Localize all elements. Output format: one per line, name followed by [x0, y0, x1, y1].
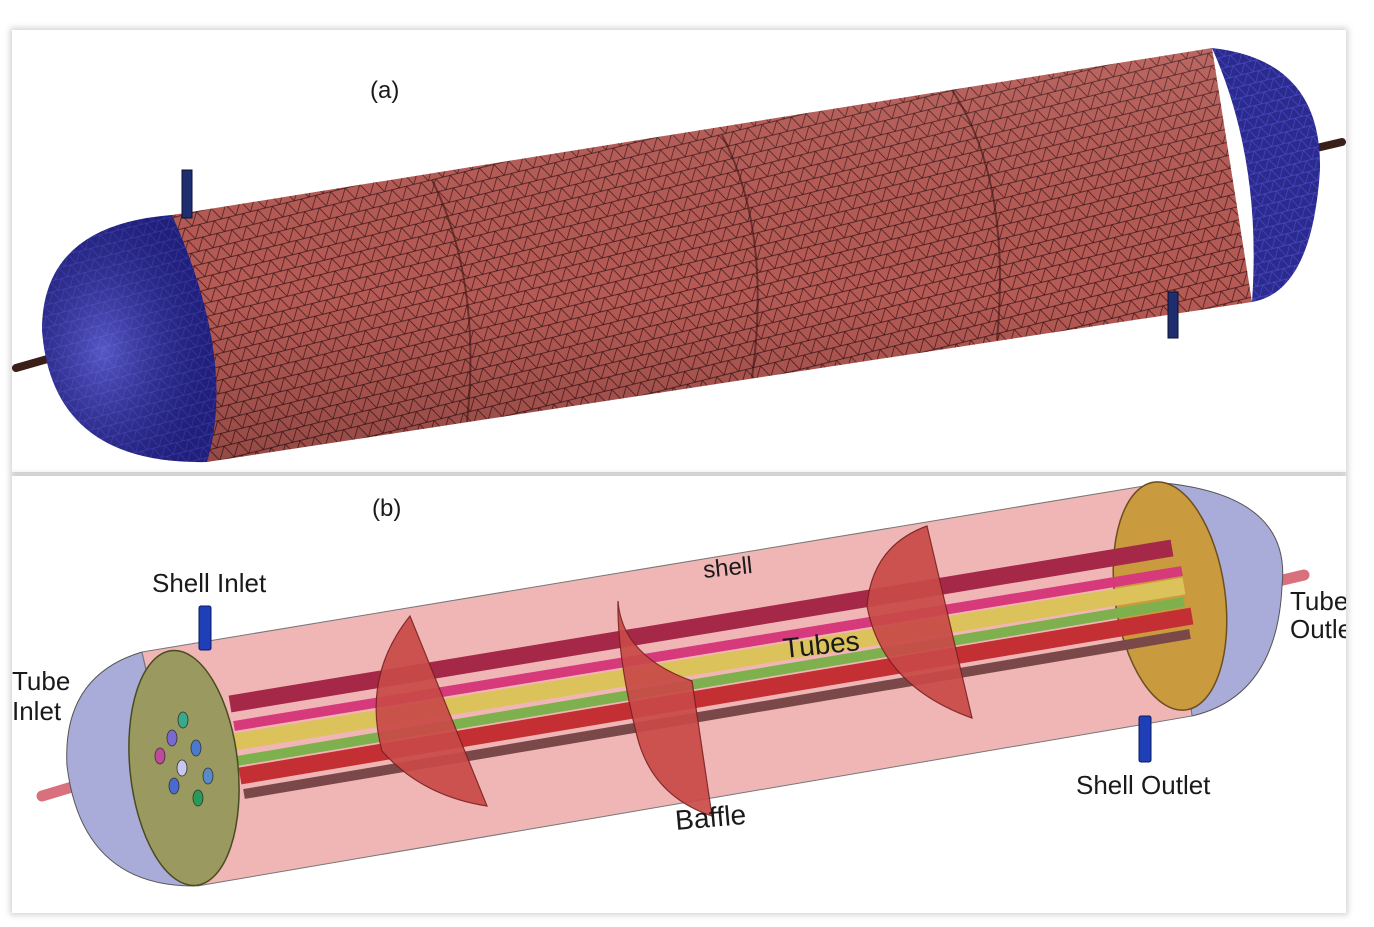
- mesh-right-cap: [1212, 48, 1321, 302]
- shell-inlet-label: Shell Inlet: [152, 568, 267, 598]
- tube-holes: [154, 711, 214, 807]
- baffle-1: [375, 614, 488, 807]
- tube-inlet-label-line2: Inlet: [12, 696, 62, 726]
- shell-label: shell: [702, 552, 754, 584]
- mesh-shell-outlet-nozzle: [1167, 291, 1179, 339]
- baffle-label: Baffle: [674, 799, 748, 836]
- shell-outlet-nozzle: [1138, 715, 1152, 763]
- tube-inlet-label-line1: Tube: [12, 666, 70, 696]
- baffle-2: [617, 600, 713, 817]
- schematic-figure: (b) Shell Inlet Shell Outlet Tube Inlet …: [12, 481, 1346, 887]
- tube-outlet-label-line1: Tube: [1290, 586, 1346, 616]
- panel-b-schematic: (b) Shell Inlet Shell Outlet Tube Inlet …: [12, 476, 1346, 913]
- panel-b-label: (b): [372, 495, 401, 522]
- mesh-figure: (a): [12, 48, 1346, 463]
- panel-a-mesh-view: (a): [12, 30, 1346, 472]
- panel-a-label: (a): [370, 77, 399, 104]
- baffle-3: [866, 525, 973, 719]
- shell-inlet-nozzle: [198, 605, 212, 651]
- mesh-shell-inlet-nozzle: [181, 169, 193, 219]
- shell-outlet-label: Shell Outlet: [1076, 770, 1211, 800]
- tube-outlet-label-line2: Outlet: [1290, 614, 1346, 644]
